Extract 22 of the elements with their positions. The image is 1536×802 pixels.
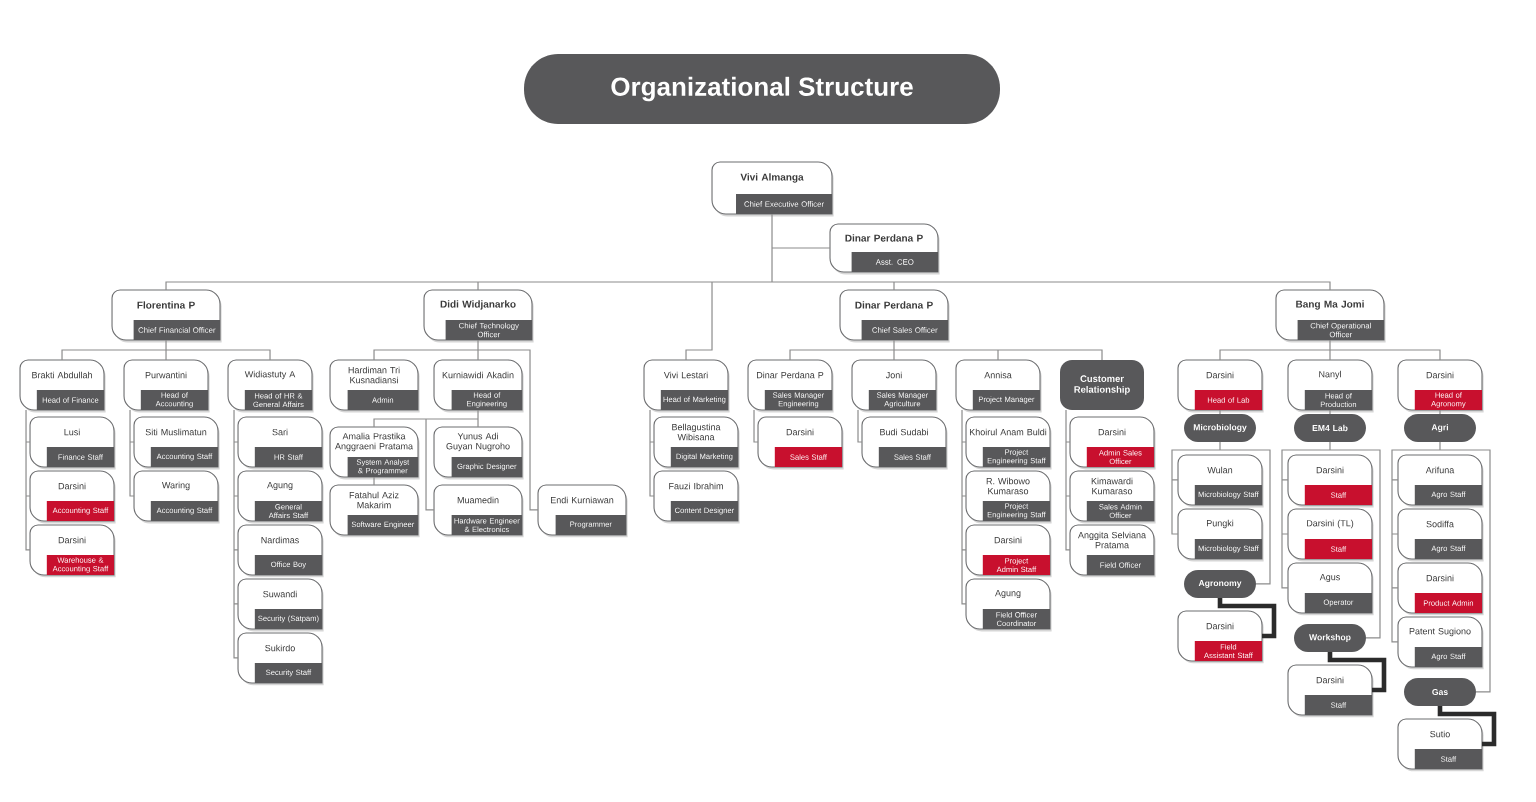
connector-line [373,339,539,511]
connector-line [25,409,31,551]
connector-line [649,409,655,497]
connector-line [1219,339,1441,361]
connector-line [789,339,1103,361]
connector-line [165,213,1331,361]
connector-line [129,409,135,497]
title-banner: Organizational Structure [524,54,1000,124]
connector-line [233,409,239,659]
connector-line [1281,441,1381,639]
connector-line [857,409,863,443]
connector-line [1391,441,1491,693]
connector-line [1171,441,1271,585]
connector-line [61,339,271,361]
connector-line [1437,705,1497,747]
connector-line [753,409,759,443]
connector-line [373,476,375,486]
connector-line [1065,409,1071,551]
connector-line [1217,597,1277,639]
connector-line [1327,651,1387,693]
connector-line [373,409,479,511]
connector-line [961,409,967,605]
